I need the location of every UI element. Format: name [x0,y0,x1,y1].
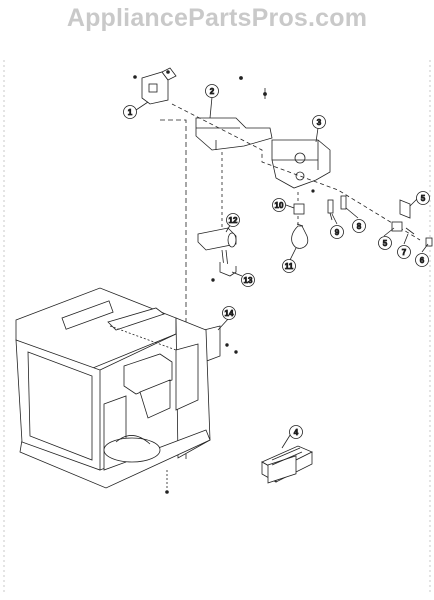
callout-part-10: 10 [272,198,286,212]
callout-part-12: 12 [226,213,240,227]
leader-lines [135,96,429,449]
lamp-socket-part [293,203,305,215]
side-plate-part [203,325,238,363]
callout-label: 4 [294,428,299,437]
callout-label: 14 [225,309,234,318]
callout-label: 2 [210,87,215,96]
callout-label: 12 [229,216,238,225]
callout-part-1: 1 [123,105,137,119]
callout-label: 6 [420,256,425,265]
callout-label: 7 [402,248,407,257]
callout-label: 1 [128,108,133,117]
duct-assembly-part [271,139,331,193]
callout-label: 10 [275,201,284,210]
switch-parts [327,195,347,221]
callout-part-8: 8 [352,219,366,233]
callout-label: 13 [244,276,253,285]
callout-part-4: 4 [289,425,303,439]
capacitor-bracket-part [211,262,237,282]
assembly-guide-line [171,103,421,241]
callout-part-14: 14 [222,306,236,320]
bracket-part [133,67,177,105]
callout-part-2: 2 [205,84,219,98]
oven-cabinet [15,287,211,494]
callout-part-13: 13 [241,273,255,287]
callout-label: 9 [335,228,340,237]
callout-label: 8 [357,222,362,231]
callout-part-9: 9 [330,225,344,239]
callout-part-3: 3 [312,115,326,129]
mounting-plate-part [195,117,273,151]
watermark-text: AppliancePartsPros.com [66,4,368,32]
transformer-part [261,445,313,484]
callout-part-5a: 5 [416,191,430,205]
callout-part-11: 11 [282,259,296,273]
callout-part-5b: 5 [378,236,392,250]
callout-label: 5 [421,194,426,203]
callout-part-6: 6 [415,253,429,267]
interlock-bracket-part [391,199,433,247]
callout-label: 5 [383,239,388,248]
callout-part-7: 7 [397,245,411,259]
callout-label: 11 [285,262,294,271]
callout-label: 3 [317,118,322,127]
screws [239,76,267,99]
light-bulb-part [291,223,309,249]
capacitor-part [197,227,237,269]
